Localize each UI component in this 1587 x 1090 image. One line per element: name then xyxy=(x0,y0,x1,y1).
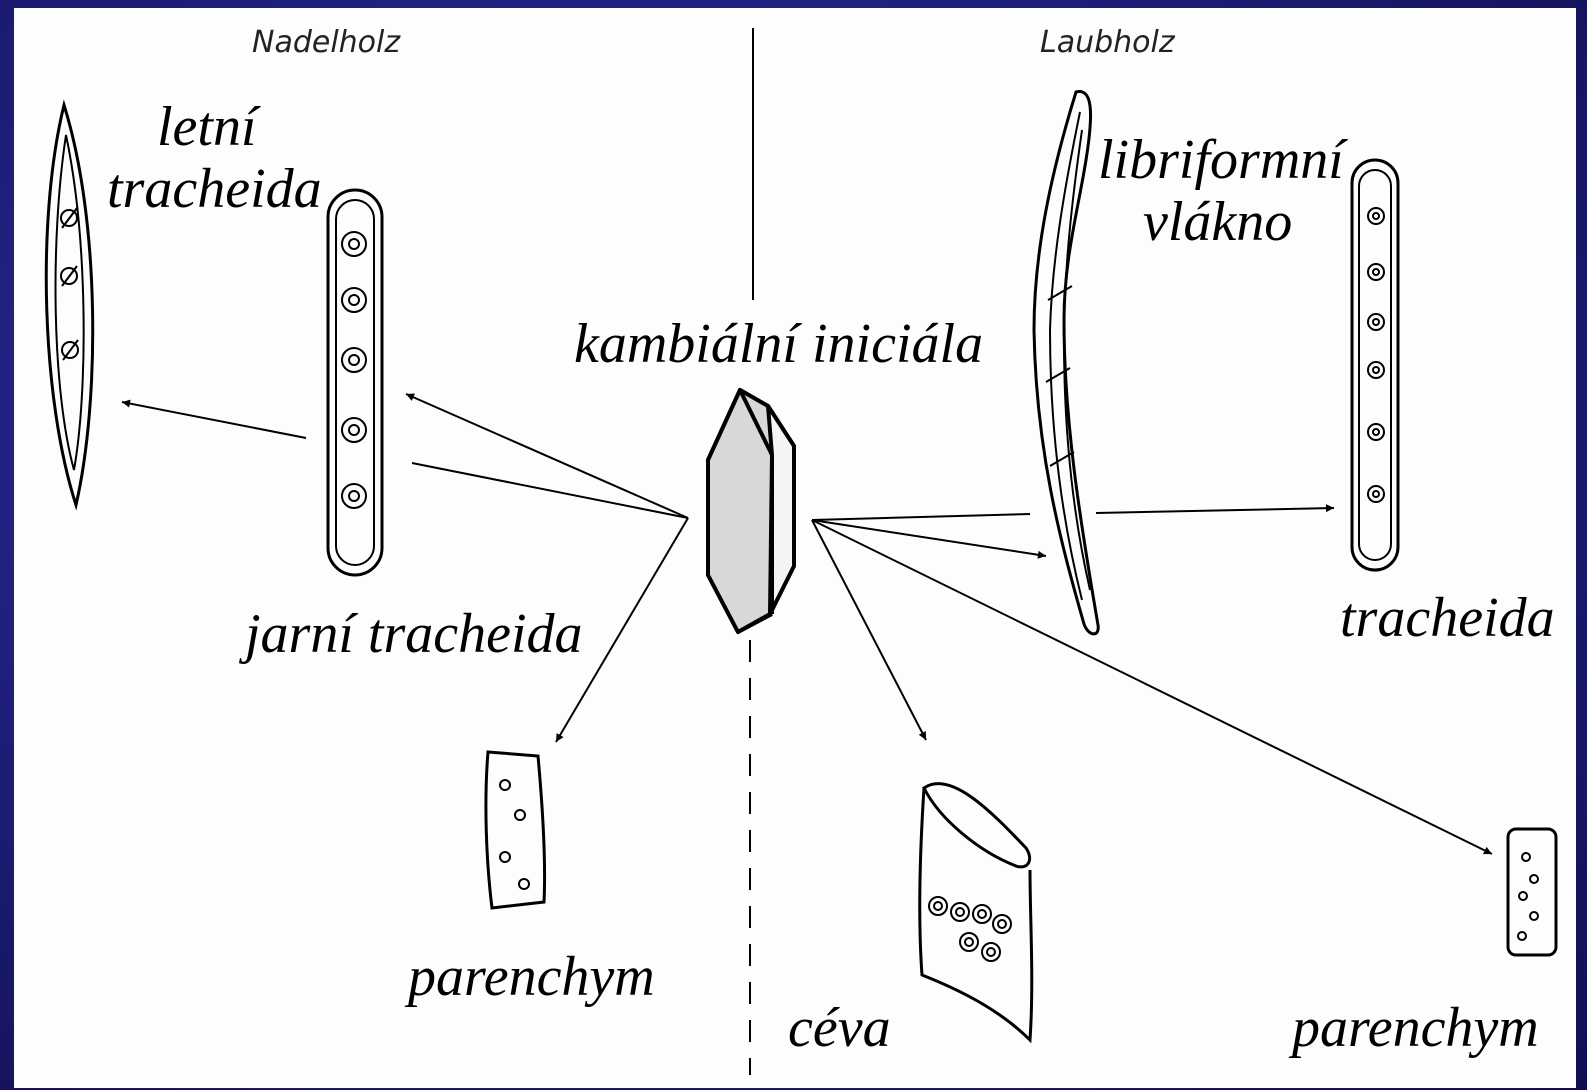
arrow-to-libriformni-vlakno xyxy=(811,519,1047,559)
arrow-to-parenchym-left xyxy=(555,517,689,743)
label-parenchym-right: parenchym xyxy=(1288,997,1539,1059)
arrow-to-parenchym-right xyxy=(811,519,1493,855)
header-nadelholz: Nadelholz xyxy=(252,25,401,60)
label-libriformni: libriformní xyxy=(1098,129,1348,191)
tracheida-right-cell xyxy=(1350,158,1400,572)
kambialni-inicialni-bunka xyxy=(706,388,796,634)
line-to-letni-connector xyxy=(411,462,689,519)
label-kambialni-inicialni: kambiální iniciála xyxy=(574,313,983,375)
label-tracheida: tracheida xyxy=(1340,587,1555,649)
parenchym-left-cell xyxy=(484,750,547,910)
libriformni-vlakno-cell xyxy=(1032,90,1100,636)
arrow-to-tracheida-right xyxy=(1095,504,1335,514)
label-letni-tracheida: tracheida xyxy=(107,158,322,220)
arrow-to-ceva xyxy=(811,519,927,741)
letni-tracheida-cell xyxy=(44,99,95,511)
jarni-tracheida-cell xyxy=(326,188,384,577)
label-letni: letní xyxy=(157,96,261,158)
ceva-cell xyxy=(918,782,1034,1044)
line-to-tracheida-right xyxy=(811,513,1031,521)
parenchym-right-cell xyxy=(1506,827,1558,957)
label-vlakno: vlákno xyxy=(1143,191,1292,253)
label-ceva: céva xyxy=(788,997,891,1059)
label-parenchym-left: parenchym xyxy=(404,946,655,1008)
label-jarni-tracheida: jarní tracheida xyxy=(239,603,583,665)
arrow-to-jarni-tracheida xyxy=(405,393,689,519)
arrow-to-letni-tracheida xyxy=(121,399,307,439)
header-laubholz: Laubholz xyxy=(1040,25,1176,60)
